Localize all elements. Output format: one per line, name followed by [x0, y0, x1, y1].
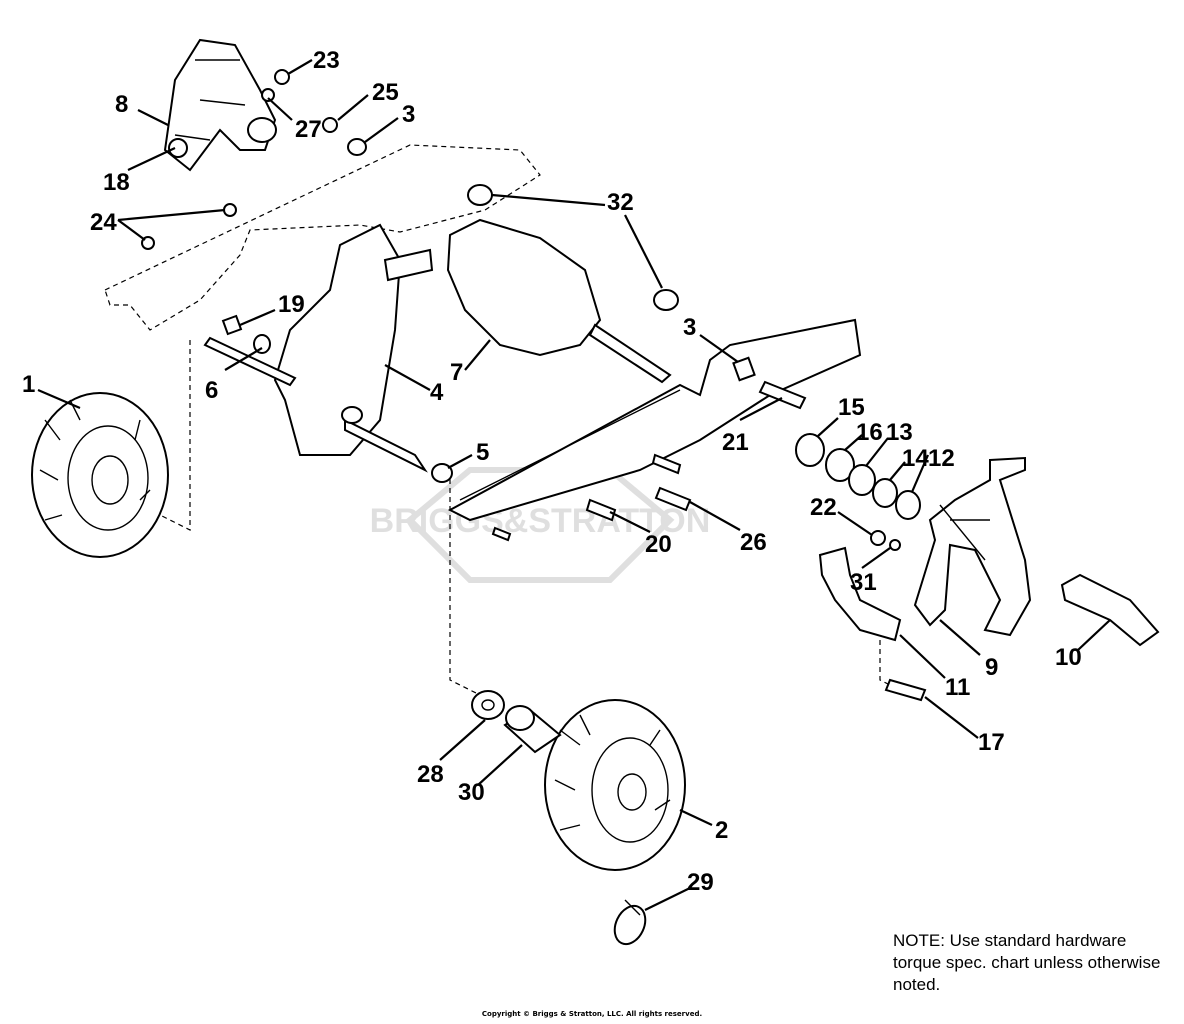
hairpin-clip	[613, 899, 647, 946]
callout-2: 2	[715, 817, 728, 844]
callout-8: 8	[115, 91, 128, 118]
callout-13: 13	[886, 419, 913, 446]
watermark-text: BRIGGS&STRATTON	[370, 502, 711, 540]
callout-31: 31	[850, 569, 877, 596]
callout-21: 21	[722, 429, 749, 456]
callout-22: 22	[810, 494, 837, 521]
callout-24: 24	[90, 209, 117, 236]
tine-bolt	[884, 678, 927, 702]
torque-note: NOTE: Use standard hardware torque spec.…	[893, 931, 1161, 994]
callout-12: 12	[928, 445, 955, 472]
bracket-pins	[491, 453, 692, 542]
callout-4: 4	[430, 379, 444, 406]
callout-28: 28	[417, 761, 444, 788]
callout-30: 30	[458, 779, 485, 806]
callout-10: 10	[1055, 644, 1082, 671]
callout-26: 26	[740, 529, 767, 556]
callout-15: 15	[838, 394, 865, 421]
axle-and-bolt	[203, 314, 297, 387]
tine-washers	[795, 433, 921, 520]
callout-19: 19	[278, 291, 305, 318]
tine-left	[818, 546, 902, 642]
callout-1: 1	[22, 371, 35, 398]
callout-labels: 1 2 3 3 4 5 6 7 8 9 10 11 12 13 14 15 16…	[22, 47, 1082, 896]
left-wheel	[31, 392, 169, 558]
callout-17: 17	[978, 729, 1005, 756]
callout-7: 7	[450, 359, 463, 386]
callout-16: 16	[856, 419, 883, 446]
callout-3-right: 3	[683, 314, 696, 341]
briggs-stratton-watermark: BRIGGS&STRATTON	[370, 467, 711, 583]
callout-11: 11	[945, 674, 970, 701]
callout-18: 18	[103, 169, 130, 196]
callout-23: 23	[313, 47, 340, 74]
callout-9: 9	[985, 654, 998, 681]
right-wheel	[544, 699, 686, 871]
drag-bar-bracket	[447, 318, 862, 522]
callout-14: 14	[902, 445, 929, 472]
callout-6: 6	[205, 377, 218, 404]
callout-27: 27	[295, 116, 322, 143]
copyright-text: Copyright © Briggs & Stratton, LLC. All …	[481, 1010, 703, 1018]
top-hardware	[141, 69, 367, 250]
callout-29: 29	[687, 869, 714, 896]
leader-lines	[37, 59, 1111, 911]
callout-3-top: 3	[402, 101, 415, 128]
callout-25: 25	[372, 79, 399, 106]
hub-parts	[471, 690, 562, 754]
callout-20: 20	[645, 531, 672, 558]
gear-cover	[446, 218, 672, 384]
tine-bolts	[870, 530, 901, 551]
callout-32: 32	[607, 189, 634, 216]
tine-shield	[1060, 573, 1160, 647]
tine-assembly	[913, 456, 1032, 637]
washer	[431, 463, 453, 483]
tine-bracket	[163, 38, 277, 172]
callout-5: 5	[476, 439, 489, 466]
transmission-housing	[273, 223, 434, 473]
